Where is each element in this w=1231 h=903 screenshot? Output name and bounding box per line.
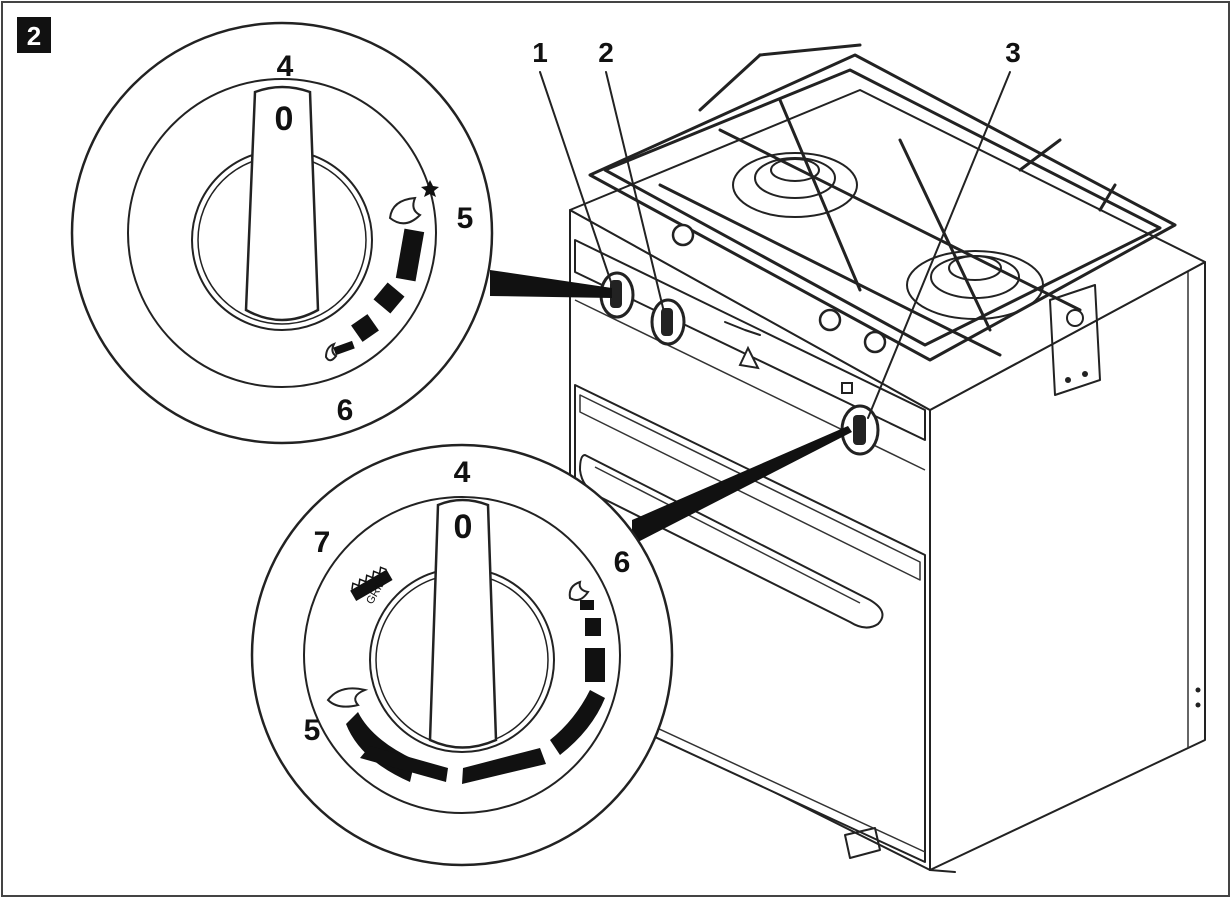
knob-2[interactable] [650,298,686,346]
cabinet-top [569,89,1206,411]
brand-logo [724,321,761,336]
knob-pointer-bottom [428,498,498,749]
control-panel [574,239,926,441]
knob-top-position-right: 5 [457,202,474,235]
large-flame-icon [388,196,422,225]
ignition-button[interactable] [841,382,853,394]
knob-bottom-position-left-lower: 5 [304,714,321,747]
warning-triangle-icon [738,345,760,370]
knob-top-position-top: 4 [277,50,294,83]
callout-2: 2 [598,37,614,68]
zoom-wedge-top [490,270,612,298]
large-flame-icon-bottom [326,687,369,708]
figure-number: 2 [27,21,41,51]
callout-leaders [539,71,1011,419]
knob-1[interactable] [599,271,635,319]
side-bracket [1049,284,1101,396]
knob-bottom-position-top: 4 [454,456,471,489]
knob-top-pointer-label: 0 [275,100,294,138]
spark-star-icon [421,180,439,197]
knob-bottom-position-right: 6 [614,546,631,579]
knob-bottom-position-left-upper: 7 [314,526,331,559]
knob-bottom-pointer-label: 0 [454,508,473,546]
figure-number-badge: 2 [17,17,51,53]
burner-rear [732,152,858,218]
grill-icon [350,566,393,602]
door-latch [844,827,881,859]
small-flame-icon [324,342,338,362]
pan-support-grate [588,43,1177,362]
small-flame-icon-bottom [568,580,590,601]
zoom-wedge-bottom [632,426,852,545]
callout-3: 3 [1005,37,1021,68]
knob-detail-bottom [250,443,674,867]
knob-top-position-bottom: 6 [337,394,354,427]
knob-pointer-top [244,85,320,322]
knob-detail-top [70,21,494,445]
oven-handle [579,454,884,629]
callout-1: 1 [532,37,548,68]
